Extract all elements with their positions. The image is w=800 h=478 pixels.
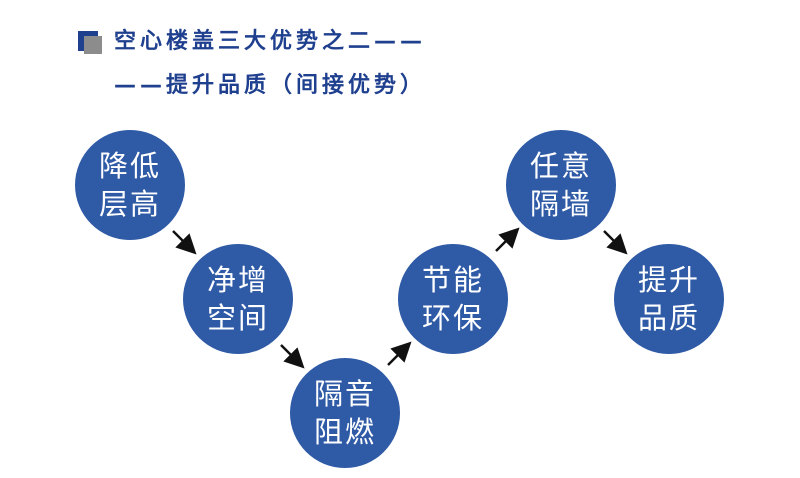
- node-label-line1: 降低: [98, 149, 161, 183]
- node-label-line1: 净增: [206, 263, 269, 297]
- page-title-line-2: ——提升品质（间接优势）: [114, 73, 427, 98]
- arrow-1-icon: [172, 230, 197, 255]
- node-net-increase-space: 净增 空间: [183, 244, 293, 354]
- node-improve-quality: 提升 品质: [614, 244, 724, 354]
- arrow-4-icon: [495, 227, 520, 252]
- node-lower-floor-height: 降低 层高: [75, 130, 185, 240]
- node-label-line2: 隔墙: [529, 187, 592, 221]
- title-square-gray: [84, 36, 102, 54]
- node-label-line2: 阻燃: [313, 415, 376, 449]
- node-energy-saving: 节能 环保: [398, 244, 508, 354]
- node-label-line1: 提升: [637, 263, 700, 297]
- node-label-line1: 隔音: [313, 377, 376, 411]
- arrow-2-icon: [280, 344, 305, 369]
- node-label-line2: 环保: [421, 301, 484, 335]
- arrow-5-icon: [603, 230, 628, 255]
- title-square-icon: [78, 31, 102, 55]
- node-soundproof-fireproof: 隔音 阻燃: [290, 358, 400, 468]
- page-title-line-1: 空心楼盖三大优势之二——: [114, 29, 427, 54]
- node-label-line2: 空间: [206, 301, 269, 335]
- arrow-3-icon: [387, 341, 412, 366]
- node-label-line1: 任意: [529, 149, 592, 183]
- node-label-line2: 品质: [637, 301, 700, 335]
- node-label-line1: 节能: [421, 263, 484, 297]
- node-flexible-partition: 任意 隔墙: [506, 130, 616, 240]
- node-label-line2: 层高: [98, 187, 161, 221]
